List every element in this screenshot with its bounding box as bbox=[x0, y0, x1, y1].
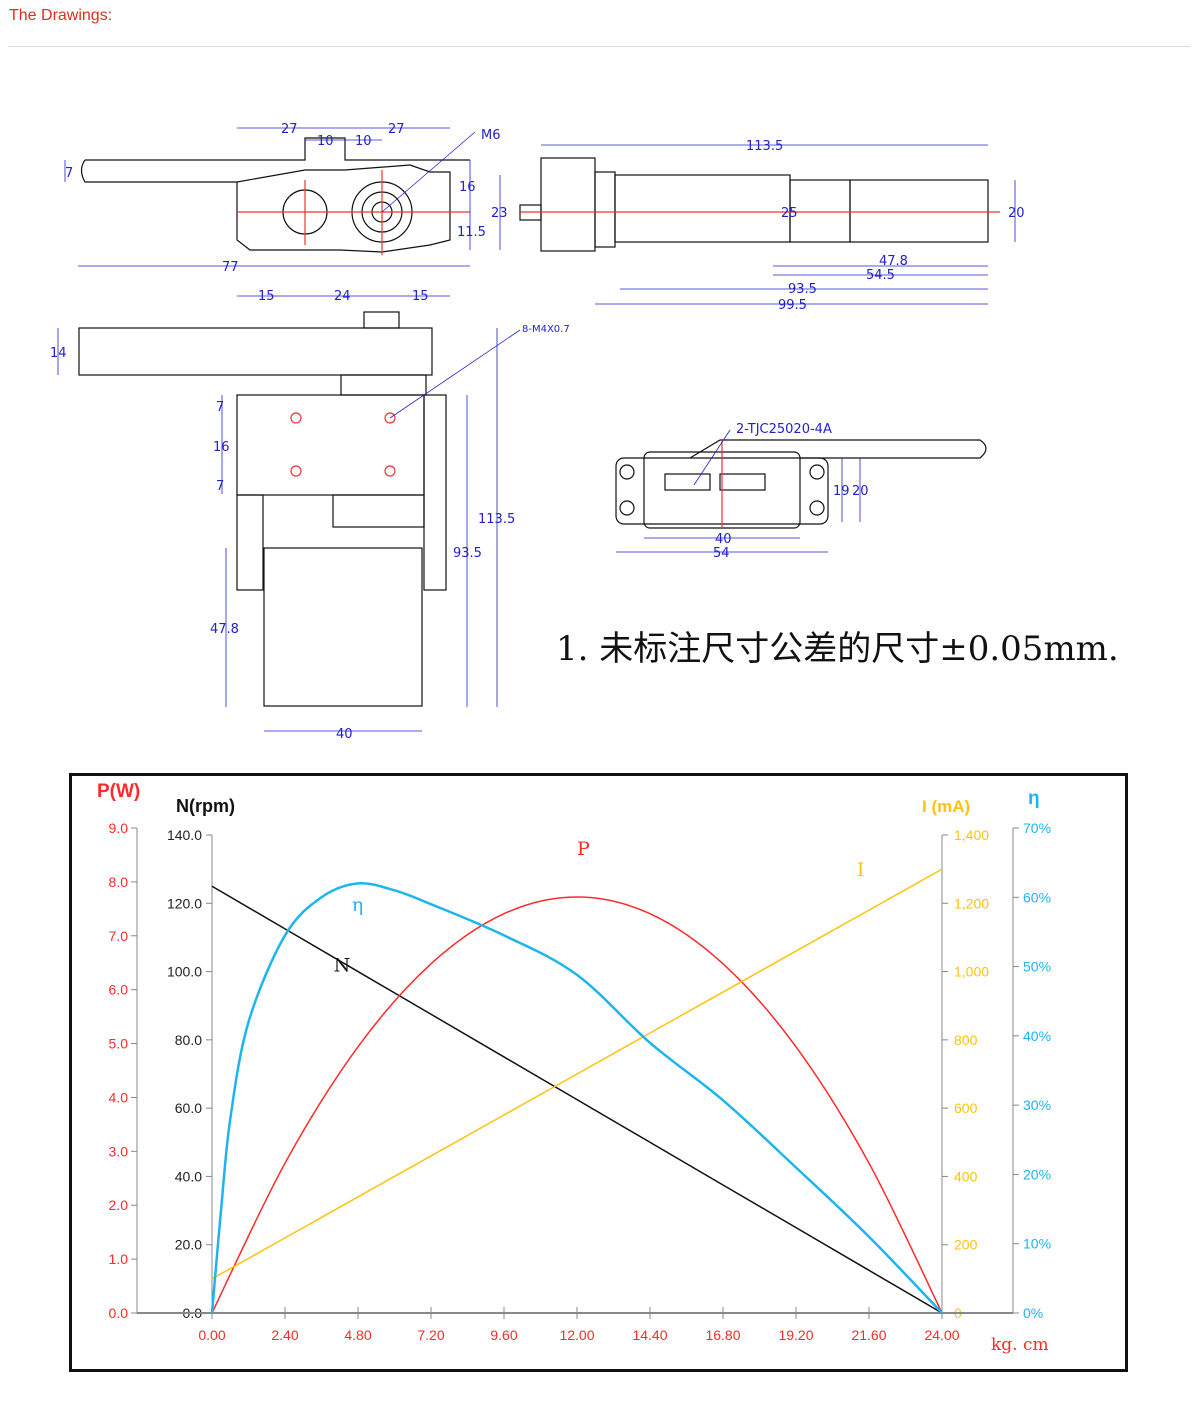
series-line-N bbox=[211, 885, 943, 1314]
dim-label: 54.5 bbox=[866, 268, 895, 283]
dim-label: 99.5 bbox=[778, 298, 807, 313]
front-view: 15 24 15 8-M4X0.7 14 7 16 7 113.5 93.5 4… bbox=[50, 289, 570, 742]
dim-label: 23 bbox=[491, 206, 508, 221]
dim-label: 16 bbox=[213, 440, 230, 455]
tick-label: 800 bbox=[954, 1032, 978, 1048]
tick-label: 140.0 bbox=[167, 827, 202, 843]
tick-label: 6.0 bbox=[109, 982, 129, 998]
tick-label: 40.0 bbox=[175, 1168, 202, 1184]
dim-label: 93.5 bbox=[788, 282, 817, 297]
tick-label: 8.0 bbox=[109, 874, 129, 890]
dim-label: 24 bbox=[334, 289, 351, 304]
dim-label: 8-M4X0.7 bbox=[522, 324, 570, 335]
dim-label: 11.5 bbox=[457, 225, 486, 240]
tick-label: 400 bbox=[954, 1168, 978, 1184]
x-tick-label: 9.60 bbox=[490, 1327, 517, 1343]
tick-label: 20.0 bbox=[175, 1237, 202, 1253]
connector-label: 2-TJC25020-4A bbox=[736, 422, 832, 437]
curve-label-N: N bbox=[334, 955, 351, 977]
tick-label: 1.0 bbox=[109, 1251, 129, 1267]
side-view: 113.5 23 25 20 47.8 54.5 93.5 99.5 bbox=[491, 139, 1025, 313]
dim-label: 27 bbox=[281, 122, 298, 137]
dim-label: 47.8 bbox=[879, 254, 908, 269]
x-axis-title: kg. cm bbox=[991, 1335, 1049, 1355]
tick-label: 120.0 bbox=[167, 895, 202, 911]
tick-label: 2.0 bbox=[109, 1197, 129, 1213]
axis-title-P: P(W) bbox=[97, 781, 140, 802]
tick-label: 70% bbox=[1023, 820, 1051, 836]
axis-title-eta: η bbox=[1028, 788, 1040, 809]
tick-label: 10% bbox=[1023, 1236, 1051, 1252]
axis-title-N: N(rpm) bbox=[176, 796, 235, 816]
axis-title-I: I (mA) bbox=[922, 797, 970, 816]
x-tick-label: 24.00 bbox=[924, 1327, 959, 1343]
curve-label-eta: η bbox=[352, 894, 363, 916]
tick-label: 5.0 bbox=[109, 1036, 129, 1052]
tick-label: 50% bbox=[1023, 959, 1051, 975]
top-view: 27 10 10 27 M6 16 11.5 7 77 bbox=[64, 122, 501, 275]
dim-label: 93.5 bbox=[453, 546, 482, 561]
tick-label: 20% bbox=[1023, 1166, 1051, 1182]
dim-label: 15 bbox=[258, 289, 275, 304]
section-title: The Drawings: bbox=[9, 7, 113, 24]
tick-label: 0% bbox=[1023, 1305, 1043, 1321]
tick-label: 30% bbox=[1023, 1097, 1051, 1113]
curve-label-P: P bbox=[577, 838, 590, 860]
tick-label: 3.0 bbox=[109, 1143, 129, 1159]
tick-label: 7.0 bbox=[109, 928, 129, 944]
tick-label: 0.0 bbox=[109, 1305, 129, 1321]
tick-label: 9.0 bbox=[109, 820, 129, 836]
dim-label: 47.8 bbox=[210, 622, 239, 637]
dim-label: 113.5 bbox=[746, 139, 783, 154]
dim-label: 20 bbox=[852, 484, 869, 499]
tick-label: 100.0 bbox=[167, 964, 202, 980]
tick-label: 1,400 bbox=[954, 827, 989, 843]
dim-label: 77 bbox=[222, 260, 239, 275]
tick-label: 1,200 bbox=[954, 895, 989, 911]
dim-label: 15 bbox=[412, 289, 429, 304]
dim-label: 14 bbox=[50, 346, 67, 361]
dim-label: 7 bbox=[216, 479, 224, 494]
x-tick-label: 7.20 bbox=[417, 1327, 444, 1343]
dim-label: 40 bbox=[336, 727, 353, 742]
dim-label: 40 bbox=[715, 532, 732, 547]
dim-label: 27 bbox=[388, 122, 405, 137]
divider bbox=[8, 46, 1190, 47]
tick-label: 200 bbox=[954, 1237, 978, 1253]
tick-label: 4.0 bbox=[109, 1089, 129, 1105]
dim-label: 7 bbox=[216, 400, 224, 415]
connector-view: 2-TJC25020-4A 19 20 40 54 bbox=[615, 422, 987, 561]
x-tick-label: 21.60 bbox=[851, 1327, 886, 1343]
dim-label: 7 bbox=[65, 166, 73, 181]
dim-label: 10 bbox=[317, 134, 334, 149]
x-tick-label: 4.80 bbox=[344, 1327, 371, 1343]
x-tick-label: 0.00 bbox=[198, 1327, 225, 1343]
dim-label: 10 bbox=[355, 134, 372, 149]
x-tick-label: 19.20 bbox=[778, 1327, 813, 1343]
series-line-P bbox=[211, 896, 943, 1314]
performance-chart: P(W) 9.0 8.0 7.0 6.0 5.0 4.0 3.0 2.0 1.0 0.0 N(rpm)… bbox=[69, 773, 1128, 1372]
dim-label: 20 bbox=[1008, 206, 1025, 221]
mechanical-drawing: 27 10 10 27 M6 16 11.5 7 77 113.5 23 25 … bbox=[50, 122, 1119, 742]
dim-label: 54 bbox=[713, 546, 730, 561]
dim-label: 19 bbox=[833, 484, 850, 499]
x-tick-label: 14.40 bbox=[632, 1327, 667, 1343]
curve-label-I: I bbox=[857, 859, 865, 881]
dim-label: 16 bbox=[459, 180, 476, 195]
dim-label: 25 bbox=[781, 206, 798, 221]
dim-label: M6 bbox=[481, 128, 501, 143]
x-tick-label: 12.00 bbox=[559, 1327, 594, 1343]
tick-label: 80.0 bbox=[175, 1032, 202, 1048]
x-tick-label: 16.80 bbox=[705, 1327, 740, 1343]
dim-label: 113.5 bbox=[478, 512, 515, 527]
tick-label: 600 bbox=[954, 1100, 978, 1116]
tick-label: 60.0 bbox=[175, 1100, 202, 1116]
series-line-eta bbox=[210, 882, 943, 1314]
series-line-I bbox=[211, 868, 943, 1280]
x-tick-label: 2.40 bbox=[271, 1327, 298, 1343]
tolerance-note: 1. 未标注尺寸公差的尺寸±0.05mm. bbox=[556, 629, 1119, 669]
tick-label: 1,000 bbox=[954, 964, 989, 980]
tick-label: 40% bbox=[1023, 1028, 1051, 1044]
tick-label: 60% bbox=[1023, 889, 1051, 905]
